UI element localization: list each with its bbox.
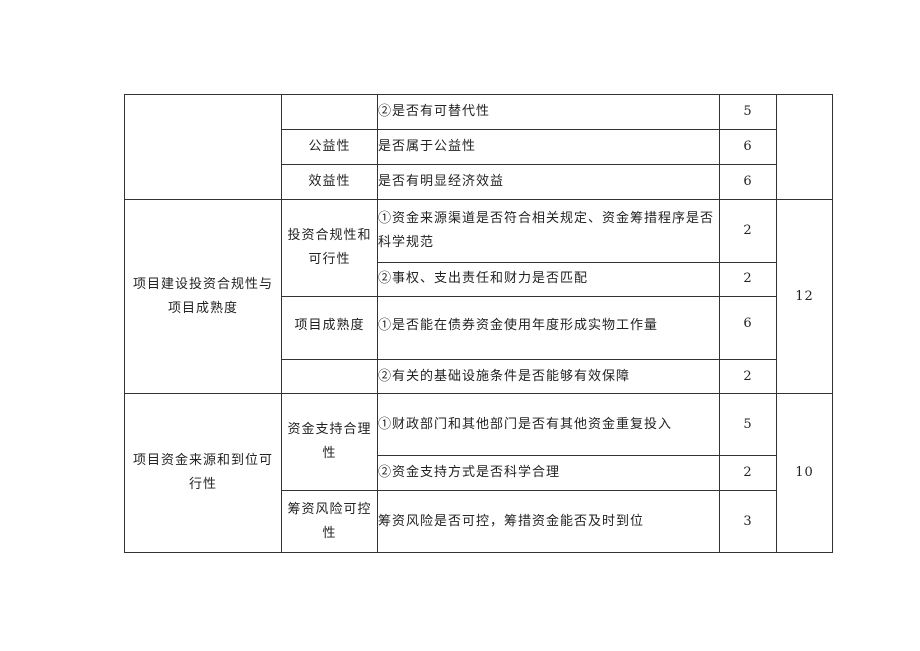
score-cell: 3 — [719, 490, 777, 553]
table-row: ②有关的基础设施条件是否能够有效保障 2 — [125, 359, 833, 394]
category-cell: 项目资金来源和到位可行性 — [124, 393, 282, 553]
item-cell: ②事权、支出责任和财力是否匹配 — [377, 261, 720, 298]
sub-criteria-cell: 效益性 — [281, 164, 378, 200]
category-cell: 项目建设投资合规性与项目成熟度 — [124, 199, 282, 394]
total-cell: 10 — [776, 393, 833, 553]
sub-criteria-label: 资金支持合理性 — [287, 422, 372, 461]
score-cell: 6 — [719, 129, 777, 165]
item-cell: ②有关的基础设施条件是否能够有效保障 — [377, 359, 720, 394]
category-label: 项目建设投资合规性与项目成熟度 — [132, 276, 273, 316]
table-row: 效益性 是否有明显经济效益 6 — [125, 164, 833, 200]
sub-criteria-cell — [281, 359, 378, 394]
table-row: ②资金支持方式是否科学合理 2 — [125, 455, 833, 491]
item-cell: ①资金来源渠道是否符合相关规定、资金筹措程序是否科学规范 — [377, 199, 720, 263]
item-label: ①是否能在债券资金使用年度形成实物工作量 — [378, 318, 659, 333]
item-cell: ②资金支持方式是否科学合理 — [377, 455, 720, 491]
table-row: 项目成熟度 ①是否能在债券资金使用年度形成实物工作量 6 — [125, 296, 833, 360]
table-row: 项目资金来源和到位可行性 资金支持合理性 ①财政部门和其他部门是否有其他资金重复… — [124, 393, 833, 553]
evaluation-table: ②是否有可替代性 5 公益性 是否属于公益性 6 效益性 是否有明显经济效益 6… — [124, 94, 833, 553]
score-cell: 5 — [719, 94, 777, 130]
score-label: 6 — [743, 316, 753, 331]
sub-criteria-cell: 资金支持合理性 — [281, 393, 378, 491]
table-row: 公益性 是否属于公益性 6 — [125, 129, 833, 165]
score-cell: 6 — [719, 164, 777, 200]
sub-criteria-cell: 公益性 — [281, 129, 378, 165]
total-cell: 12 — [776, 199, 833, 394]
sub-criteria-label: 投资合规性和可行性 — [287, 228, 372, 267]
category-cell — [124, 94, 282, 200]
item-cell: ②是否有可替代性 — [377, 94, 720, 130]
score-cell: 2 — [719, 359, 777, 394]
item-cell: ①是否能在债券资金使用年度形成实物工作量 — [377, 296, 720, 360]
score-cell: 2 — [719, 261, 777, 298]
sub-criteria-label: 项目成熟度 — [294, 318, 365, 333]
sub-criteria-label: 筹资风险可控性 — [287, 501, 372, 541]
item-cell: ①财政部门和其他部门是否有其他资金重复投入 — [377, 393, 720, 456]
score-cell: 6 — [719, 296, 777, 360]
table-row: ②是否有可替代性 5 — [124, 94, 833, 200]
score-cell: 2 — [719, 199, 777, 263]
item-cell: 是否有明显经济效益 — [377, 164, 720, 200]
score-cell: 5 — [719, 393, 777, 456]
item-cell: 筹资风险是否可控，筹措资金能否及时到位 — [377, 490, 720, 553]
score-cell: 2 — [719, 455, 777, 491]
sub-criteria-cell: 项目成熟度 — [281, 296, 378, 360]
total-cell — [776, 94, 833, 200]
table-row: ②事权、支出责任和财力是否匹配 2 — [125, 261, 833, 298]
table-row: 筹资风险可控性 筹资风险是否可控，筹措资金能否及时到位 3 — [125, 490, 833, 553]
item-cell: 是否属于公益性 — [377, 129, 720, 165]
category-label: 项目资金来源和到位可行性 — [132, 453, 273, 492]
table-row: 项目建设投资合规性与项目成熟度 投资合规性和可行性 ①资金来源渠道是否符合相关规… — [124, 199, 833, 394]
sub-criteria-cell: 筹资风险可控性 — [281, 490, 378, 553]
sub-criteria-cell: 投资合规性和可行性 — [281, 199, 378, 297]
sub-criteria-cell — [281, 94, 378, 130]
